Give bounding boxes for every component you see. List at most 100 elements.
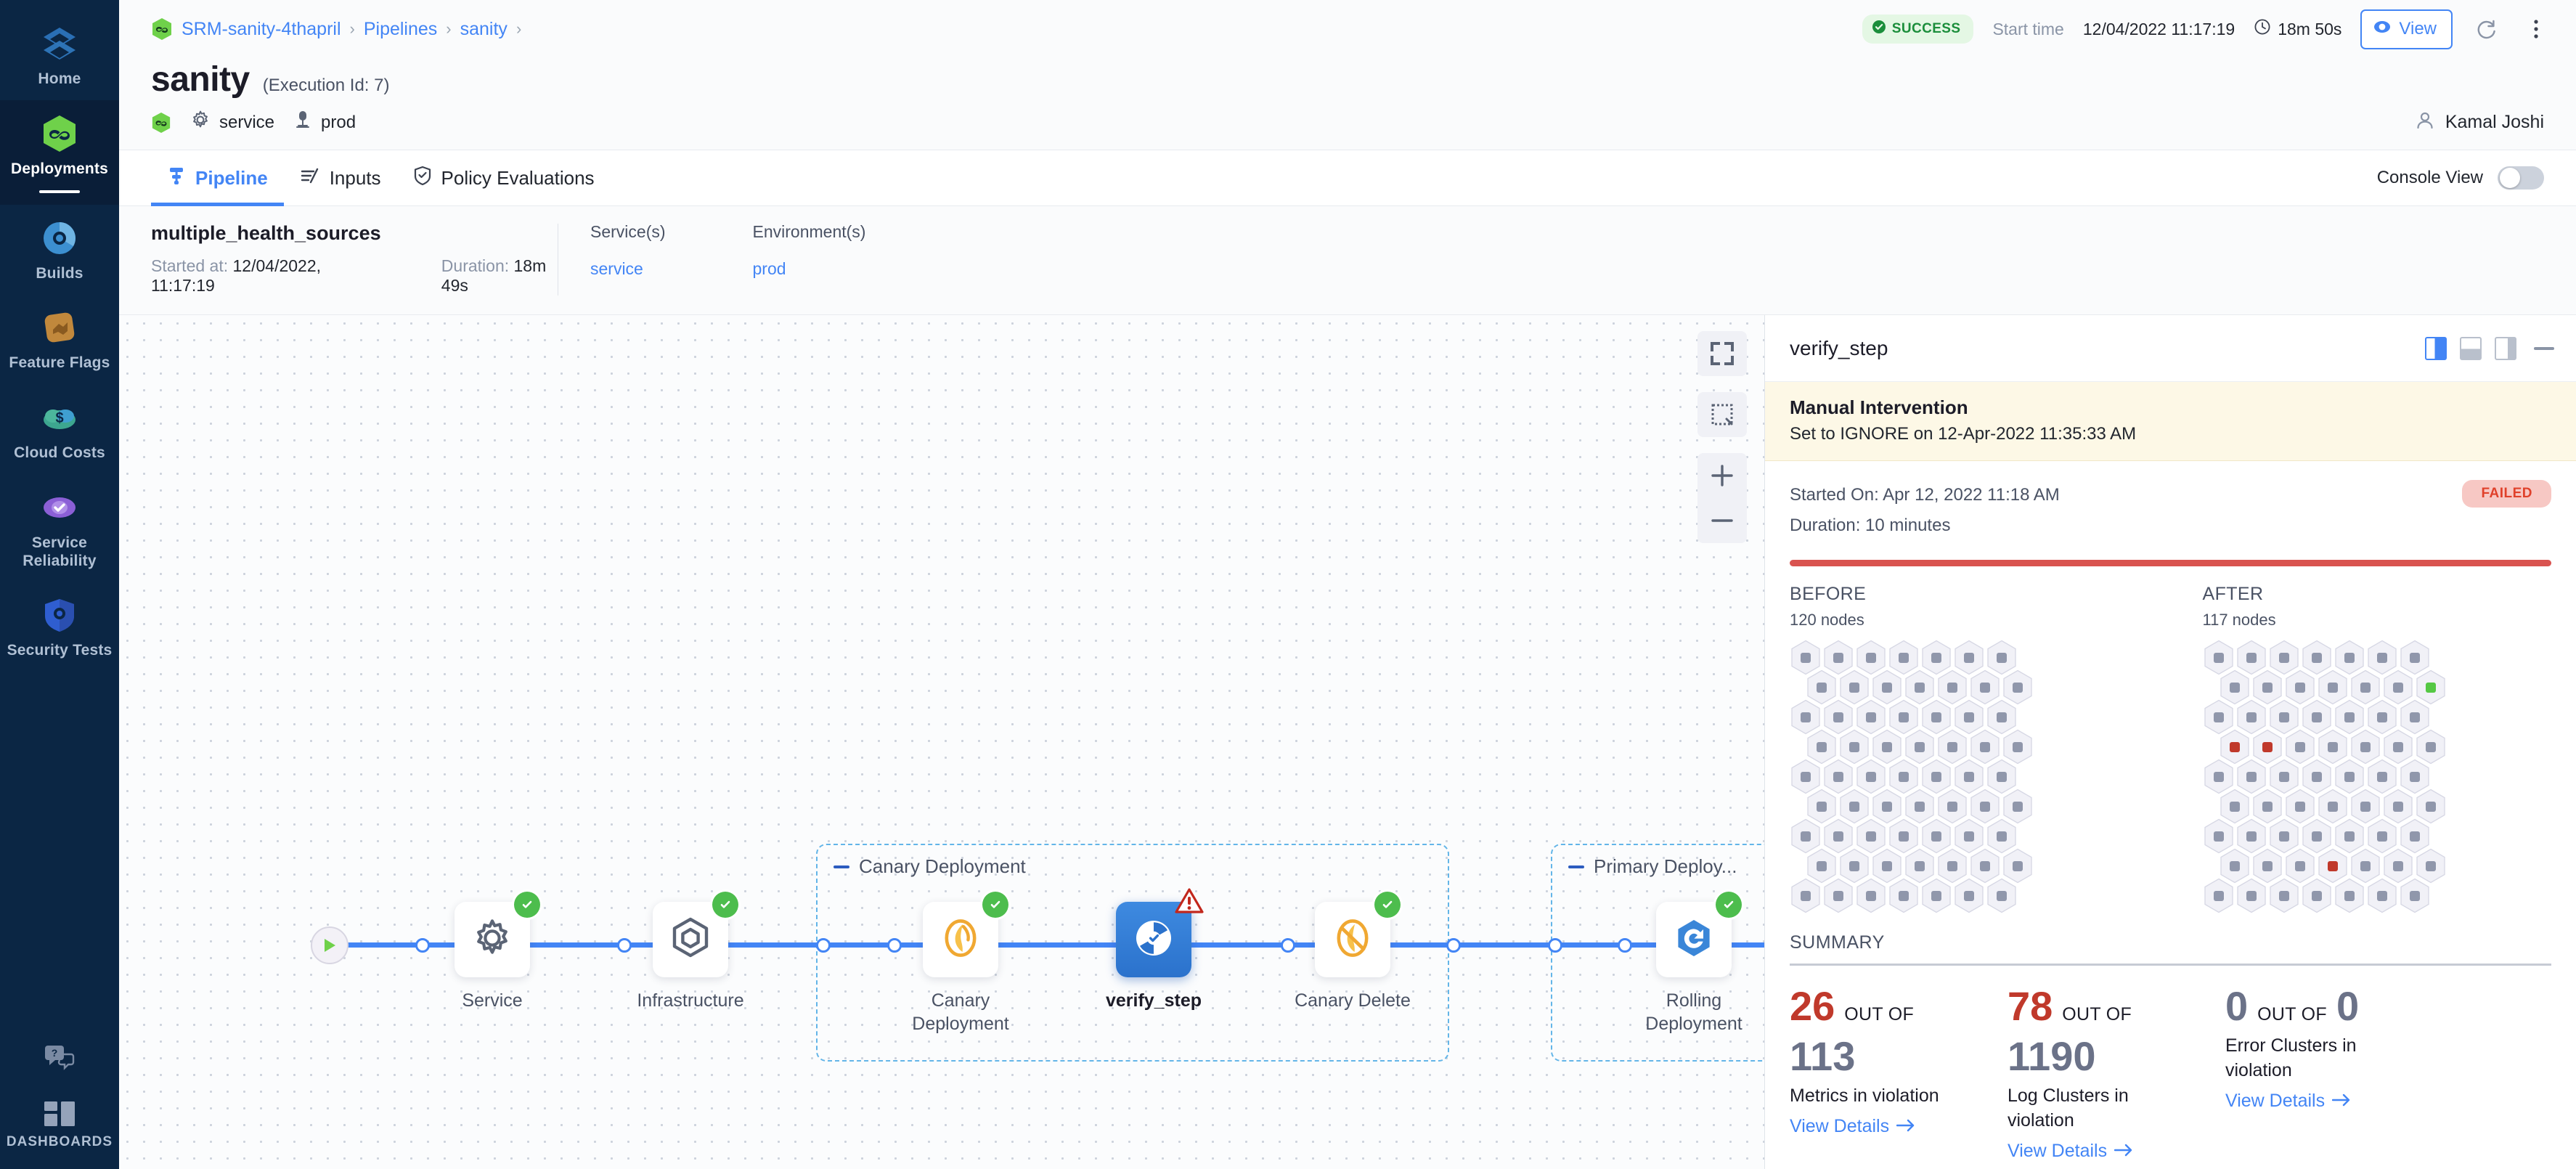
select-region-icon[interactable] <box>1697 392 1747 437</box>
panel-narrow-icon[interactable] <box>2495 336 2516 360</box>
node-hexagon[interactable] <box>2399 759 2431 795</box>
services-value[interactable]: service <box>590 259 643 278</box>
node-hexagon[interactable] <box>1855 878 1887 914</box>
node-hexagon[interactable] <box>2366 640 2398 676</box>
pipeline-node-canary-delete[interactable]: Canary Delete <box>1284 892 1422 1012</box>
node-hexagon[interactable] <box>2002 848 2034 884</box>
node-hexagon[interactable] <box>2002 669 2034 706</box>
refresh-icon[interactable] <box>2471 14 2502 44</box>
node-hexagon[interactable] <box>2301 818 2333 855</box>
node-hexagon[interactable] <box>2399 878 2431 914</box>
node-hexagon[interactable] <box>2399 699 2431 736</box>
node-hexagon[interactable] <box>2268 818 2300 855</box>
after-node-hexgrid[interactable] <box>2203 640 2552 914</box>
node-hexagon[interactable] <box>1822 640 1854 676</box>
node-hexagon[interactable] <box>2334 818 2365 855</box>
node-hexagon[interactable] <box>1986 759 2018 795</box>
sidebar-item-dashboards[interactable]: DASHBOARDS <box>0 1089 119 1169</box>
node-hexagon[interactable] <box>2366 878 2398 914</box>
node-hexagon[interactable] <box>2203 759 2235 795</box>
node-box[interactable] <box>923 892 1008 977</box>
tab-policy-evaluations[interactable]: Policy Evaluations <box>397 150 611 205</box>
node-hexagon[interactable] <box>2284 669 2316 706</box>
node-hexagon[interactable] <box>1855 818 1887 855</box>
node-hexagon[interactable] <box>2382 729 2414 765</box>
before-node-hexgrid[interactable] <box>1790 640 2139 914</box>
node-hexagon[interactable] <box>2399 818 2431 855</box>
node-hexagon[interactable] <box>2219 729 2251 765</box>
node-hexagon[interactable] <box>1888 699 1920 736</box>
tab-inputs[interactable]: Inputs <box>284 150 397 205</box>
node-hexagon[interactable] <box>2382 789 2414 825</box>
node-hexagon[interactable] <box>2415 729 2447 765</box>
node-hexagon[interactable] <box>2415 789 2447 825</box>
node-hexagon[interactable] <box>2317 848 2349 884</box>
node-hexagon[interactable] <box>1888 759 1920 795</box>
node-hexagon[interactable] <box>2334 699 2365 736</box>
node-hexagon[interactable] <box>2219 848 2251 884</box>
node-hexagon[interactable] <box>2203 878 2235 914</box>
card-view-details-link[interactable]: View Details <box>2225 1091 2351 1112</box>
node-hexagon[interactable] <box>1904 729 1936 765</box>
breadcrumb-item-sanity[interactable]: sanity <box>460 18 508 39</box>
stage-group-canary-deployment[interactable]: Canary Deployment <box>816 844 1449 1062</box>
node-hexagon[interactable] <box>2284 848 2316 884</box>
node-box[interactable] <box>1315 892 1401 977</box>
minimize-icon[interactable] <box>2534 346 2554 350</box>
node-hexagon[interactable] <box>1790 878 1822 914</box>
node-hexagon[interactable] <box>1838 848 1870 884</box>
sidebar-item-deployments[interactable]: Deployments <box>0 99 119 205</box>
node-hexagon[interactable] <box>1790 640 1822 676</box>
card-view-details-link[interactable]: View Details <box>1790 1116 1915 1137</box>
node-hexagon[interactable] <box>2301 878 2333 914</box>
node-hexagon[interactable] <box>2002 789 2034 825</box>
console-view-toggle[interactable] <box>2498 166 2544 190</box>
sidebar-item-security-tests[interactable]: Security Tests <box>0 582 119 672</box>
node-hexagon[interactable] <box>1871 789 1903 825</box>
node-hexagon[interactable] <box>1986 818 2018 855</box>
node-hexagon[interactable] <box>1936 669 1968 706</box>
node-hexagon[interactable] <box>2301 699 2333 736</box>
zoom-in-icon[interactable] <box>1697 453 1747 498</box>
node-hexagon[interactable] <box>1855 759 1887 795</box>
panel-right-icon[interactable] <box>2425 336 2447 360</box>
node-hexagon[interactable] <box>1806 789 1838 825</box>
collapse-dash-icon[interactable] <box>1568 865 1584 868</box>
node-hexagon[interactable] <box>1806 669 1838 706</box>
node-hexagon[interactable] <box>2235 878 2267 914</box>
node-box[interactable] <box>1656 892 1742 977</box>
node-hexagon[interactable] <box>1969 669 2001 706</box>
node-hexagon[interactable] <box>2334 640 2365 676</box>
node-hexagon[interactable] <box>2268 878 2300 914</box>
node-hexagon[interactable] <box>2415 669 2447 706</box>
tab-pipeline[interactable]: Pipeline <box>151 150 284 206</box>
node-hexagon[interactable] <box>1920 759 1952 795</box>
node-hexagon[interactable] <box>1953 878 1985 914</box>
sidebar-item-help[interactable]: ? <box>0 1028 119 1089</box>
node-hexagon[interactable] <box>2349 848 2381 884</box>
node-hexagon[interactable] <box>1953 759 1985 795</box>
node-hexagon[interactable] <box>1888 640 1920 676</box>
breadcrumb-item-project[interactable]: SRM-sanity-4thapril <box>182 18 341 39</box>
node-hexagon[interactable] <box>2219 789 2251 825</box>
node-box[interactable] <box>1116 888 1204 977</box>
pipeline-node-service[interactable]: Service <box>423 892 561 1012</box>
node-hexagon[interactable] <box>1871 848 1903 884</box>
node-hexagon[interactable] <box>2268 640 2300 676</box>
node-box[interactable] <box>455 892 540 977</box>
node-hexagon[interactable] <box>1855 699 1887 736</box>
node-hexagon[interactable] <box>1904 789 1936 825</box>
node-hexagon[interactable] <box>1986 878 2018 914</box>
node-hexagon[interactable] <box>1953 699 1985 736</box>
node-hexagon[interactable] <box>2317 789 2349 825</box>
pipeline-canvas[interactable]: Canary Deployment Primary Deploy... <box>119 315 1764 1169</box>
node-hexagon[interactable] <box>1822 759 1854 795</box>
node-hexagon[interactable] <box>1904 669 1936 706</box>
node-hexagon[interactable] <box>1920 878 1952 914</box>
node-hexagon[interactable] <box>2203 699 2235 736</box>
breadcrumb-item-pipelines[interactable]: Pipelines <box>363 18 438 39</box>
node-hexagon[interactable] <box>1871 669 1903 706</box>
node-hexagon[interactable] <box>1986 699 2018 736</box>
node-hexagon[interactable] <box>2235 818 2267 855</box>
node-hexagon[interactable] <box>2251 729 2283 765</box>
